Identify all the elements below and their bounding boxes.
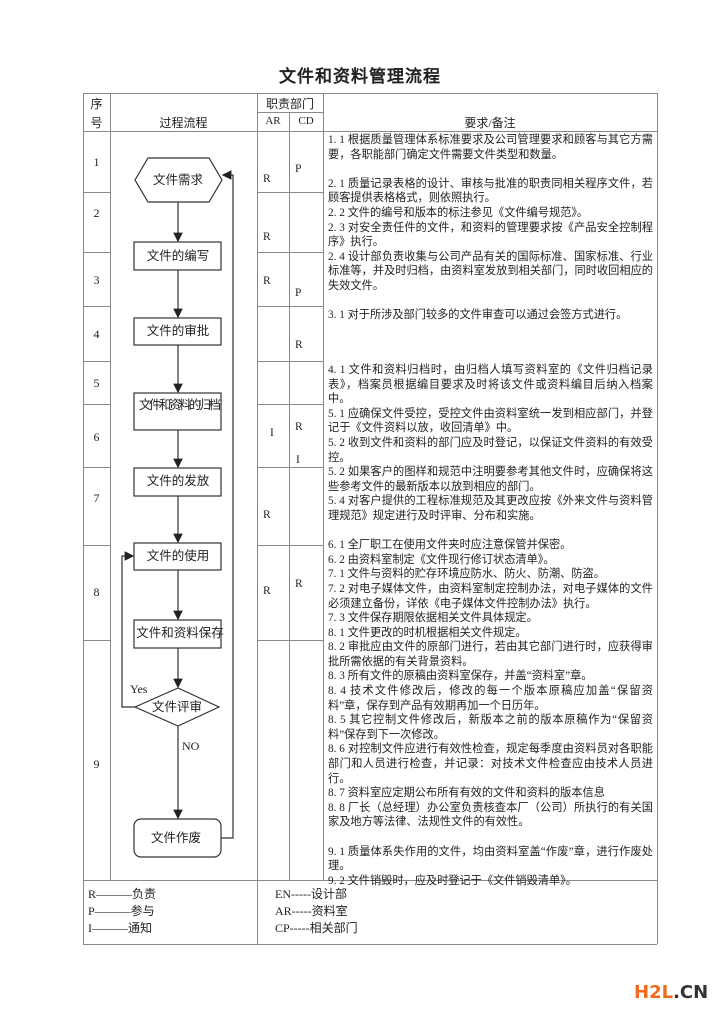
row-seq: 7 bbox=[93, 491, 100, 505]
requirement-item: 4. 1 文件和资料归档时，由归档人填写资料室的《文件归档记录表》，档案员根据编… bbox=[328, 364, 653, 406]
cd-mark: R bbox=[295, 578, 303, 590]
watermark-part2: .CN bbox=[673, 982, 709, 1003]
flow-loop-return bbox=[221, 170, 234, 839]
requirement-item: 2. 3 对安全责任件的文件，和资料的管理要求按《产品安全控制程序》执行。 bbox=[328, 221, 653, 249]
requirements-group-b: 4. 1 文件和资料归档时，由归档人填写资料室的《文件归档记录表》，档案员根据编… bbox=[328, 363, 653, 888]
requirement-item: 8. 4 技术文件修改后，修改的每一个版本原稿应加盖“保留资料”章，保存到产品有… bbox=[328, 685, 653, 712]
legend-item: CP-----相关部门 bbox=[275, 921, 358, 935]
cd-mark: R bbox=[295, 421, 303, 433]
cd-mark: R bbox=[295, 339, 303, 351]
legend-item: P———参与 bbox=[88, 904, 155, 918]
flow-node-box bbox=[133, 467, 222, 497]
flow-node-box bbox=[133, 317, 222, 346]
requirement-item: 8. 6 对控制文件应进行有效性检查，规定每季度由资料员对各职能部门和人员进行检… bbox=[328, 743, 653, 785]
requirement-item: 3. 1 对于所涉及部门较多的文件审查可以通过会签方式进行。 bbox=[328, 309, 628, 322]
ar-mark: R bbox=[263, 275, 271, 287]
row-seq: 4 bbox=[93, 327, 100, 341]
flow-node-label: 文件需求 bbox=[153, 172, 204, 187]
legend-item: EN-----设计部 bbox=[275, 887, 347, 901]
ar-mark: R bbox=[263, 585, 271, 597]
legend-item: AR-----资料室 bbox=[275, 904, 348, 918]
row-seq: 3 bbox=[93, 273, 100, 287]
requirement-item: 7. 1 文件与资料的贮存环境应防水、防火、防潮、防盗。 bbox=[328, 568, 605, 581]
requirement-item: 9. 1 质量体系失作用的文件，均由资料室盖“作废”章，进行作废处理。 bbox=[328, 845, 653, 873]
requirement-spacer bbox=[328, 830, 653, 845]
requirements-group-a: 1. 1 根据质量管理体系标准要求及公司管理要求和顾客与其它方需要，各职能部门确… bbox=[328, 133, 653, 323]
legend-right: EN-----设计部 AR-----资料室 CP-----相关部门 bbox=[275, 886, 358, 937]
header-seq: 序 号 bbox=[83, 95, 110, 131]
requirement-item: 5. 2 如果客户的图样和规范中注明要参考其他文件时，应确保将这些参考文件的最新… bbox=[328, 466, 653, 493]
yes-label: Yes bbox=[130, 682, 148, 696]
row-seq: 2 bbox=[93, 206, 100, 220]
flow-node-label: 文件评审 bbox=[152, 699, 202, 714]
legend-left: R———负责 P———参与 I———通知 bbox=[88, 886, 156, 937]
requirement-item: 8. 5 其它控制文件修改后，新版本之前的版本原稿作为“保留资料”保存到下一次修… bbox=[328, 714, 653, 741]
requirement-item: 5. 1 应确保文件受控，受控文件由资料室统一发到相应部门，并登记于《文件资料以… bbox=[328, 407, 653, 435]
requirement-spacer bbox=[328, 524, 653, 539]
requirement-item: 1. 1 根据质量管理体系标准要求及公司管理要求和顾客与其它方需要，各职能部门确… bbox=[328, 134, 653, 161]
requirement-item: 8. 1 文件更改的时机根据相关文件规定。 bbox=[328, 626, 527, 639]
header-ar: AR bbox=[265, 115, 281, 127]
header-dept: 职责部门 bbox=[265, 97, 314, 111]
flow-node-label: 文件作废 bbox=[151, 830, 201, 845]
requirement-item: 5. 4 对客户提供的工程标准规范及其更改应按《外来文件与资料管理规范》规定进行… bbox=[328, 495, 653, 522]
requirement-item: 6. 1 全厂职工在使用文件夹时应注意保管并保密。 bbox=[328, 539, 572, 552]
requirement-item: 6. 2 由资料室制定《文件现行修订状态清单》。 bbox=[328, 553, 555, 566]
flow-node-label: 文件和资料的归档 bbox=[139, 397, 221, 412]
header-seq-line2: 号 bbox=[90, 116, 103, 130]
requirement-item: 2. 4 设计部负责收集与公司产品有关的国际标准、国家标准、行业标准等，并及时归… bbox=[328, 250, 653, 292]
legend-item: I———通知 bbox=[88, 921, 152, 935]
flow-node-box bbox=[133, 241, 222, 271]
header-process: 过程流程 bbox=[159, 116, 208, 130]
ar-mark: I bbox=[270, 427, 274, 439]
requirement-spacer bbox=[328, 162, 653, 177]
flow-node-label: 文件的发放 bbox=[147, 473, 210, 488]
flow-node-label: 文件和资料保存 bbox=[136, 625, 224, 640]
requirement-item: 2. 2 文件的编号和版本的标注参见《文件编号规范》。 bbox=[328, 206, 589, 219]
page-title: 文件和资料管理流程 bbox=[279, 67, 441, 86]
requirement-item: 5. 2 收到文件和资料的部门应及时登记，以保证文件资料的有效受控。 bbox=[328, 436, 653, 464]
requirement-item: 8. 2 审批应由文件的原部门进行，若由其它部门进行时，应获得审批所需依据的有关… bbox=[328, 641, 653, 668]
flow-node-diamond bbox=[133, 687, 221, 727]
ar-mark: R bbox=[263, 509, 271, 521]
row-seq: 8 bbox=[93, 585, 100, 599]
row-seq: 1 bbox=[93, 155, 100, 169]
requirement-item: 2. 1 质量记录表格的设计、审核与批准的职责同相关程序文件，若顾客提供表格格式… bbox=[328, 177, 653, 205]
flow-node-label: 文件的使用 bbox=[147, 548, 210, 563]
flow-node-label: 文件的审批 bbox=[147, 323, 210, 338]
requirement-spacer bbox=[328, 294, 653, 309]
flow-node-label: 文件的编写 bbox=[147, 248, 210, 263]
requirement-item: 8. 3 所有文件的原稿由资料室保存，并盖“资料室”章。 bbox=[328, 670, 593, 683]
header-cd: CD bbox=[298, 115, 314, 127]
cd-mark: P bbox=[295, 163, 302, 175]
header-requirements: 要求/备注 bbox=[464, 116, 516, 130]
watermark-part1: H2L bbox=[634, 982, 674, 1003]
cd-mark: I bbox=[296, 454, 300, 466]
row-seq: 6 bbox=[93, 430, 100, 444]
flow-loop-yes bbox=[121, 551, 135, 708]
requirement-item: 8. 7 资料室应定期公布所有有效的文件和资料的版本信息 bbox=[328, 787, 605, 800]
cd-mark: P bbox=[295, 287, 302, 299]
requirement-item: 7. 3 文件保存期限依据相关文件具体规定。 bbox=[328, 612, 538, 625]
row-seq: 5 bbox=[93, 376, 100, 390]
flow-node-hexagon bbox=[134, 157, 223, 203]
no-label: NO bbox=[182, 739, 200, 753]
ar-mark: R bbox=[263, 231, 271, 243]
header-seq-line1: 序 bbox=[90, 97, 103, 111]
legend-item: R———负责 bbox=[88, 887, 157, 901]
requirement-item: 7. 2 对电子媒体文件，由资料室制定控制办法，对电子媒体的文件必须建立备份，详… bbox=[328, 582, 653, 610]
watermark-logo: H2L.CN bbox=[634, 982, 708, 1003]
requirement-item: 9. 2 文件销毁时，应及时登记于《文件销毁清单》。 bbox=[328, 874, 577, 887]
ar-mark: R bbox=[263, 173, 271, 185]
row-seq: 9 bbox=[93, 757, 100, 771]
requirement-item: 8. 8 厂长（总经理）办公室负责核查本厂（公司）所执行的有关国家及地方等法律、… bbox=[328, 801, 653, 829]
